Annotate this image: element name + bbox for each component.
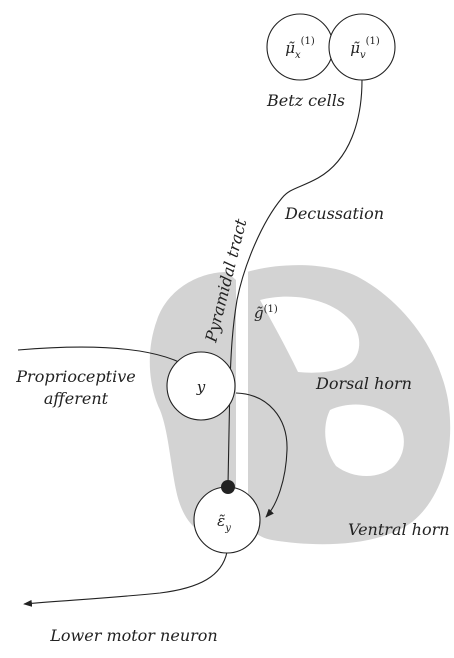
- proprioceptive-label-line2: afferent: [44, 389, 109, 408]
- y-node-group: y: [167, 352, 235, 420]
- synapse-dot: [221, 480, 235, 494]
- mu-v-node: [329, 14, 395, 80]
- ventral-horn-label: Ventral horn: [348, 520, 450, 539]
- lower-motor-neuron-label: Lower motor neuron: [49, 626, 217, 645]
- betz-cells-group: μ̃x(1) μ̃v(1): [267, 14, 395, 80]
- decussation-label: Decussation: [284, 204, 384, 223]
- y-label: y: [196, 378, 206, 396]
- betz-cells-label: Betz cells: [266, 91, 345, 110]
- mu-x-node: [267, 14, 333, 80]
- dorsal-horn-label: Dorsal horn: [315, 374, 412, 393]
- eps-y-node: [194, 487, 260, 553]
- proprioceptive-label-line1: Proprioceptive: [15, 367, 135, 386]
- lower-motor-neuron-fiber: [24, 552, 227, 604]
